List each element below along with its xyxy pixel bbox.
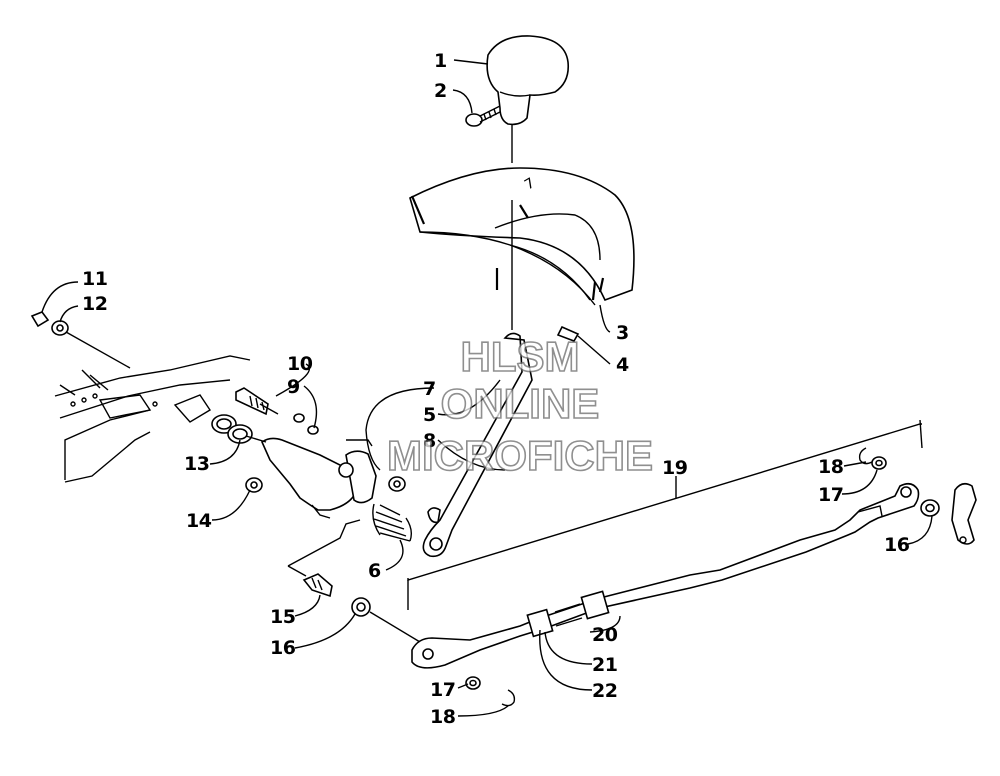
rod-end-hardware-right [858, 447, 977, 545]
shift-console-plate: 7 [409, 167, 635, 306]
return-spring [372, 503, 413, 542]
callout-13: 13 [184, 453, 209, 475]
shift-rod [411, 482, 920, 669]
callout-8: 8 [423, 430, 436, 452]
rod-end-hardware-left [465, 676, 516, 707]
leader-lines [41, 59, 933, 717]
shift-knob [486, 35, 570, 163]
callout-10: 10 [287, 353, 313, 375]
callout-15: 15 [270, 606, 295, 628]
callout-4: 4 [616, 354, 629, 376]
callout-2: 2 [434, 80, 447, 102]
pivot-bracket [261, 437, 406, 519]
stud-and-bushing [302, 573, 421, 643]
callout-17-right: 17 [818, 484, 843, 506]
callout-7: 7 [423, 378, 436, 400]
callout-11: 11 [82, 268, 107, 290]
callout-9: 9 [287, 376, 300, 398]
frame-section [54, 355, 251, 483]
watermark: HLSM ONLINE MICROFICHE [386, 332, 654, 480]
callout-20: 20 [592, 624, 618, 646]
callout-16-left: 16 [270, 637, 296, 659]
pivot-bolt [235, 387, 269, 416]
shift-lever [422, 200, 533, 558]
watermark-line-3: MICROFICHE [387, 432, 653, 479]
callout-3: 3 [616, 322, 629, 344]
retaining-clip [556, 325, 611, 365]
callout-18-right: 18 [818, 456, 844, 478]
callout-19: 19 [662, 457, 687, 479]
watermark-line-2: ONLINE [441, 380, 600, 427]
callout-16-right: 16 [884, 534, 910, 556]
callout-17-left: 17 [430, 679, 455, 701]
rod-adjuster [526, 590, 610, 638]
o-rings [211, 414, 253, 444]
callout-21: 21 [592, 654, 617, 676]
small-washers [245, 413, 319, 493]
callout-22: 22 [592, 680, 617, 702]
knob-screw [465, 105, 501, 127]
callout-18-left: 18 [430, 706, 456, 728]
assembly-lines [245, 403, 923, 610]
frame-bolt [30, 311, 131, 369]
callout-12: 12 [82, 293, 107, 315]
callout-1: 1 [434, 50, 447, 72]
callout-5: 5 [423, 404, 436, 426]
callout-6: 6 [368, 560, 381, 582]
callout-14: 14 [186, 510, 212, 532]
watermark-line-1: HLSM [461, 333, 580, 380]
callout-labels: 1 2 3 4 5 6 7 8 9 10 11 12 13 14 15 16 1… [82, 50, 910, 728]
